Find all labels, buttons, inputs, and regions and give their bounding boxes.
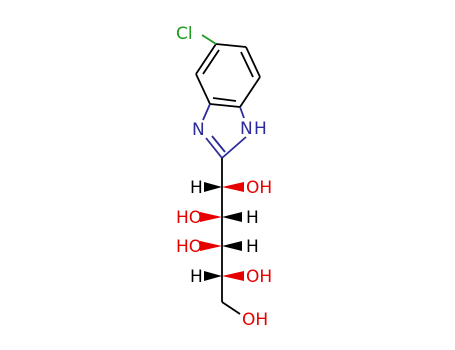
double-bond-c7a-c3a (212, 97, 237, 102)
benzene-ring (195, 43, 261, 108)
atom-n1-h: H (254, 119, 267, 139)
atom-c1-oh: OH (246, 178, 272, 198)
bond-c3a-n3 (202, 103, 211, 121)
stereo-wedges (200, 182, 244, 281)
bond-n3-c2 (205, 137, 223, 159)
wedge-c3-h (222, 241, 242, 251)
wedge-c3-oh (200, 241, 222, 251)
bond-c4-c5 (195, 43, 217, 75)
atom-c5-oh: OH (242, 310, 268, 330)
atom-c2-h: H (246, 208, 259, 228)
double-bond-n3-c2 (211, 135, 226, 153)
bond-c7-c7a (239, 76, 261, 108)
bond-c7a-c3a (209, 103, 241, 108)
wedge-c2-oh (200, 212, 222, 222)
double-bond-c6-c7 (240, 51, 254, 78)
wedge-c1-oh (222, 182, 244, 192)
imidazole-ring (202, 103, 247, 159)
double-bond-c4-c5 (202, 49, 220, 75)
atom-c3-h: H (246, 237, 259, 257)
wedge-c4-h (204, 271, 222, 281)
sugar-chain (221, 158, 241, 315)
atom-c2-oh: HO (176, 208, 202, 228)
bond-c5-cl (201, 34, 217, 45)
bond-n1-c7a (239, 106, 245, 119)
wedge-c2-h (222, 212, 242, 222)
bond-c5-c6 (215, 43, 247, 48)
bond-c6-c7 (245, 46, 261, 78)
wedge-c1-h (204, 182, 222, 192)
atom-cl: Cl (176, 24, 193, 44)
bond-c2-n1 (221, 136, 247, 159)
bond-c3a-c4 (195, 73, 211, 105)
atom-c4-h: H (190, 267, 203, 287)
atom-n3: N (192, 120, 205, 140)
atom-c1-h: H (190, 178, 203, 198)
wedge-c4-oh (222, 271, 244, 281)
bond-c5p-o (221, 301, 241, 315)
atom-labels: Cl N N H H OH HO H HO H H OH OH (176, 24, 272, 330)
atom-c4-oh: OH (246, 267, 272, 287)
atom-n1: N (240, 119, 253, 139)
atom-c3-oh: HO (176, 237, 202, 257)
